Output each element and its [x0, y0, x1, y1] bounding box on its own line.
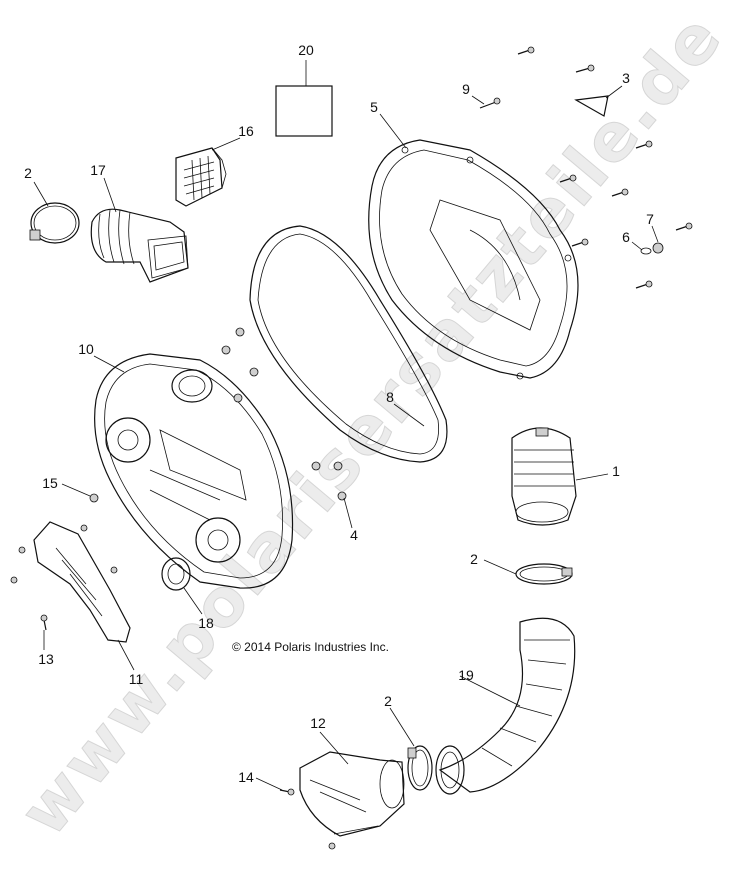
- part-5-outer-cover: [368, 139, 579, 380]
- callout-5: 5: [370, 99, 378, 115]
- part-6-washer: [640, 247, 652, 255]
- copyright-text: © 2014 Polaris Industries Inc.: [232, 640, 389, 654]
- part-15-nut: [89, 493, 99, 503]
- callout-1: 1: [612, 463, 620, 479]
- part-13-screw: [40, 614, 48, 631]
- callout-9: 9: [462, 81, 470, 97]
- callout-10: 10: [78, 341, 94, 357]
- callout-19: 19: [458, 667, 474, 683]
- callout-15: 15: [42, 475, 58, 491]
- callout-16: 16: [238, 123, 254, 139]
- part-11-heat-shield: [10, 521, 131, 643]
- part-1-duct: [511, 427, 577, 526]
- part-7-nut: [652, 242, 664, 254]
- watermark-text: www.polarisersatzteile.de: [5, 0, 734, 850]
- callout-18: 18: [198, 615, 214, 631]
- callout-2-clamp-lower: 2: [384, 693, 392, 709]
- part-2-clamp-upper: [29, 202, 80, 244]
- part-2-clamp-lower: [407, 745, 433, 791]
- callout-2-clamp-upper: 2: [24, 165, 32, 181]
- callout-labels: 20 16 2 17 9 3 5 7 6 10 8 1 15 4 2 18 13…: [24, 42, 654, 785]
- part-9-bolts: [479, 46, 693, 289]
- part-10-inner-cover: [94, 353, 294, 589]
- leader-lines: [33, 60, 659, 791]
- part-12-intake-duct: [299, 751, 405, 837]
- callout-6: 6: [622, 229, 630, 245]
- part-16-screen: [175, 147, 227, 207]
- callout-8: 8: [386, 389, 394, 405]
- part-14-screw: [279, 788, 336, 850]
- callout-4: 4: [350, 527, 358, 543]
- part-2-clamp-middle: [515, 563, 573, 585]
- callout-17: 17: [90, 162, 106, 178]
- part-17-intake-boot: [90, 208, 189, 283]
- part-8-drive-belt: [249, 225, 448, 463]
- callout-20: 20: [298, 42, 314, 58]
- part-19-curved-duct: [435, 617, 576, 795]
- callout-7: 7: [646, 211, 654, 227]
- callout-2-clamp-middle: 2: [470, 551, 478, 567]
- callout-3: 3: [622, 70, 630, 86]
- part-18-seal: [161, 557, 191, 591]
- part-20-label-plate: [275, 85, 333, 137]
- part-3-decal: [574, 95, 609, 117]
- callout-14: 14: [238, 769, 254, 785]
- callout-12: 12: [310, 715, 326, 731]
- callout-11: 11: [129, 671, 144, 687]
- callout-13: 13: [38, 651, 54, 667]
